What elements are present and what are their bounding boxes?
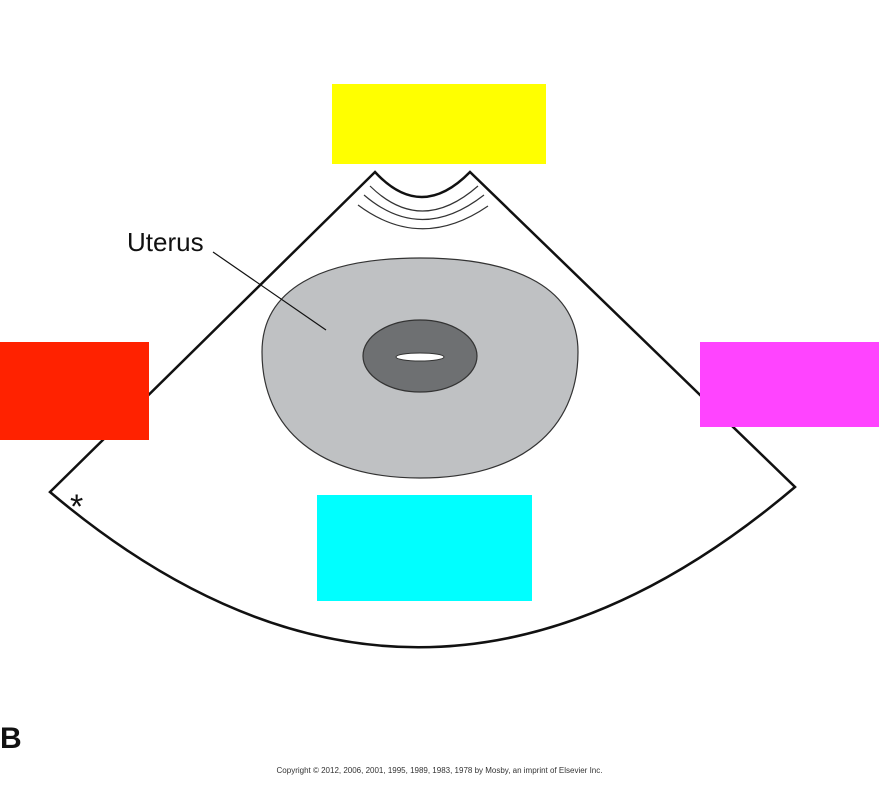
uterus-label: Uterus <box>127 227 204 257</box>
copyright-notice: Copyright © 2012, 2006, 2001, 1995, 1989… <box>276 766 603 775</box>
transducer-arcs <box>357 185 489 230</box>
uterus-leader-line <box>212 251 327 331</box>
asterisk-marker: * <box>70 488 83 526</box>
label-box-top[interactable] <box>332 84 546 164</box>
label-box-left[interactable] <box>0 342 149 440</box>
label-box-bottom[interactable] <box>317 495 532 601</box>
endometrial-cavity <box>395 352 445 362</box>
panel-letter: B <box>0 722 22 755</box>
label-box-right[interactable] <box>700 342 879 427</box>
